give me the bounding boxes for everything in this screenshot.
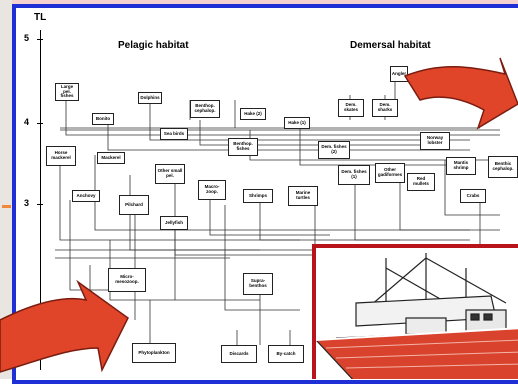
demersal-habitat-title: Demersal habitat xyxy=(350,40,431,51)
node-shrimps: Shrimps xyxy=(243,189,273,203)
pelagic-habitat-title: Pelagic habitat xyxy=(118,40,189,51)
node-dolphins: Dolphins xyxy=(138,92,162,104)
node-other-gadiformes: Other gadiformes xyxy=(375,163,405,183)
tick-mark-4 xyxy=(37,123,43,124)
axis-label: TL xyxy=(34,12,47,23)
node-crabs: Crabs xyxy=(460,189,486,203)
tick-mark-3 xyxy=(37,204,43,205)
node-dem-sharks: Dem. sharks xyxy=(372,99,398,117)
node-mackerel: Mackerel xyxy=(97,152,125,164)
node-phytoplankton: Phytoplankton xyxy=(132,343,176,363)
node-macrozoop: Macro- zoop. xyxy=(198,180,226,200)
trophic-level-axis xyxy=(40,30,41,370)
node-large-pel-fishes: Large pel. fishes xyxy=(55,83,79,101)
tick-label-3: 3 xyxy=(24,198,30,208)
curved-arrow-icon xyxy=(403,57,518,130)
node-benthop-cephalop: Benthop. cephalop. xyxy=(190,100,220,118)
node-marine-turtles: Marine turtles xyxy=(288,186,318,206)
fishing-boat-icon xyxy=(316,253,518,379)
tick-label-4: 4 xyxy=(24,117,30,127)
node-bonito: Bonito xyxy=(92,113,114,125)
node-pilchard: Pilchard xyxy=(119,195,149,215)
node-sea-birds: Sea birds xyxy=(160,128,188,140)
node-hake1: Hake (1) xyxy=(284,117,310,129)
node-bycatch: By-catch xyxy=(268,345,304,363)
node-micro-mesozoop: Micro- mesozoop. xyxy=(108,268,146,292)
curved-arrow-icon xyxy=(0,279,129,373)
node-mantis-shrimp: Mantis shrimp xyxy=(446,157,476,175)
node-dem-fishes2: Dem. fishes (2) xyxy=(318,141,350,159)
tick-label-5: 5 xyxy=(24,33,30,43)
node-jellyfish: Jellyfish xyxy=(160,216,188,230)
node-dem-skates: Dem. skates xyxy=(338,99,364,117)
node-benthic-cephalop: Benthic cephalop. xyxy=(488,156,518,178)
node-hake2: Hake (2) xyxy=(240,108,266,120)
fishing-boat-photo xyxy=(312,244,518,379)
tick-mark-5 xyxy=(37,39,43,40)
node-anglerfish: Angler xyxy=(390,66,408,82)
node-other-small-pel: Other small pel. xyxy=(155,164,185,184)
background-map-strip xyxy=(0,0,12,379)
node-suprabenthos: Supra- benthos xyxy=(243,273,273,295)
node-horse-mackerel: Horse mackerel xyxy=(46,146,76,166)
node-norway-lobster: Norway lobster xyxy=(420,132,450,150)
node-dem-fishes1: Dem. fishes (1) xyxy=(338,165,370,185)
node-anchovy: Anchovy xyxy=(72,190,100,202)
background-top-strip xyxy=(12,0,518,4)
node-red-mullets: Red mullets xyxy=(407,173,435,191)
node-discards: Discards xyxy=(221,345,257,363)
node-benthop-fishes: Benthop. fishes xyxy=(228,138,258,156)
